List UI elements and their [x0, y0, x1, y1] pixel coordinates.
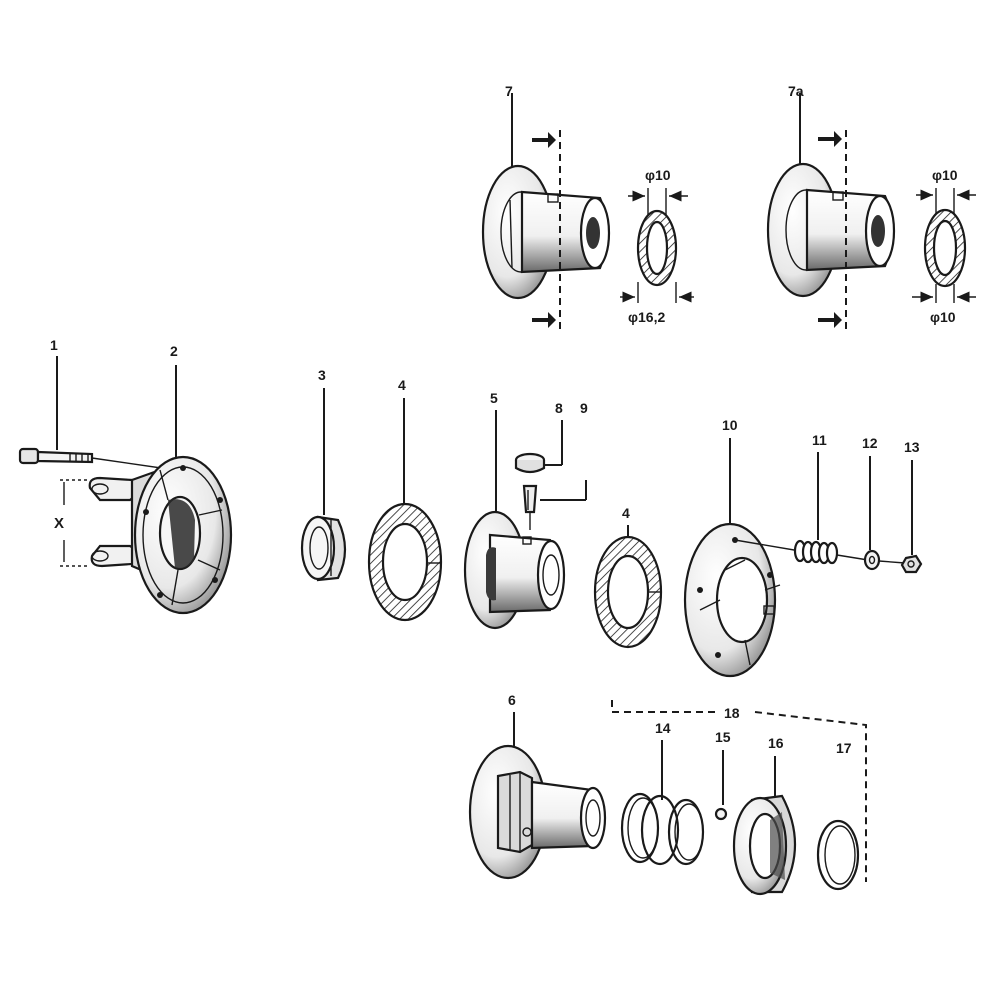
- label-7a: 7a: [788, 83, 804, 99]
- part-17-snap-ring: [816, 819, 860, 891]
- part-7a-drawing: [766, 162, 896, 298]
- part-7-group: 7 φ10 φ16,2: [481, 83, 694, 330]
- label-14: 14: [655, 720, 671, 736]
- part-2-yoke: [88, 455, 233, 615]
- label-5: 5: [490, 390, 498, 406]
- part-10-flange: [683, 522, 801, 678]
- dim-7a-bottom: φ10: [930, 309, 956, 325]
- label-6: 6: [508, 692, 516, 708]
- part-12-group: 12: [862, 435, 906, 571]
- part-13-group: 13: [900, 439, 923, 574]
- part-10-group: 10: [683, 417, 801, 678]
- label-3: 3: [318, 367, 326, 383]
- part-17-group: 17: [816, 740, 860, 891]
- part-7a-group: 7a φ10 φ10: [766, 83, 976, 330]
- part-4b-group: 4: [593, 505, 663, 649]
- label-15: 15: [715, 729, 731, 745]
- label-x: X: [54, 515, 64, 532]
- part-14-group: 14: [620, 720, 705, 866]
- part-1-group: 1: [18, 337, 176, 471]
- label-13: 13: [904, 439, 920, 455]
- part-15-ball: [714, 807, 728, 821]
- dim-7-top: φ10: [645, 167, 671, 183]
- part-16-group: 16: [732, 735, 796, 896]
- label-1: 1: [50, 337, 58, 353]
- part-16-ring: [732, 794, 796, 896]
- part-8-9-group: 8 9: [514, 400, 588, 530]
- label-16: 16: [768, 735, 784, 751]
- section-7: [620, 188, 694, 303]
- label-2: 2: [170, 343, 178, 359]
- label-11: 11: [812, 432, 827, 448]
- part-4a-disc: [367, 502, 443, 622]
- dim-7a-top: φ10: [932, 167, 958, 183]
- part-5-hub: [463, 510, 566, 630]
- part-11-spring: [793, 539, 869, 565]
- arrow-7-bottom: [532, 312, 556, 328]
- part-4b-disc: [593, 535, 663, 649]
- part-5-group: 5: [463, 390, 566, 630]
- label-10: 10: [722, 417, 738, 433]
- label-12: 12: [862, 435, 878, 451]
- section-7a: [912, 188, 976, 303]
- part-18-group: 18: [611, 700, 867, 882]
- part-6-group: 6: [468, 692, 607, 880]
- part-3-ring: [300, 515, 347, 582]
- arrow-7a-top: [818, 131, 842, 147]
- part-2-group: 2 X: [54, 343, 233, 615]
- label-7: 7: [505, 83, 513, 99]
- part-3-group: 3: [300, 367, 347, 582]
- arrow-7a-bottom: [818, 312, 842, 328]
- label-8: 8: [555, 400, 563, 416]
- part-9-pin: [522, 484, 538, 530]
- label-4b: 4: [622, 505, 630, 521]
- part-12-washer: [863, 549, 906, 571]
- label-18: 18: [724, 705, 740, 721]
- label-4a: 4: [398, 377, 406, 393]
- part-1-bolt: [18, 447, 176, 471]
- dim-7-bottom: φ16,2: [628, 309, 665, 325]
- part-11-group: 11: [793, 432, 869, 565]
- label-17: 17: [836, 740, 852, 756]
- part-4a-group: 4: [367, 377, 443, 622]
- part-15-group: 15: [714, 729, 731, 821]
- part-8-nut: [514, 452, 546, 474]
- part-14-rings: [620, 792, 705, 866]
- part-7-drawing: [481, 164, 611, 300]
- label-9: 9: [580, 400, 588, 416]
- part-13-nut: [900, 554, 923, 574]
- part-6-hub: [468, 744, 607, 880]
- arrow-7-top: [532, 132, 556, 148]
